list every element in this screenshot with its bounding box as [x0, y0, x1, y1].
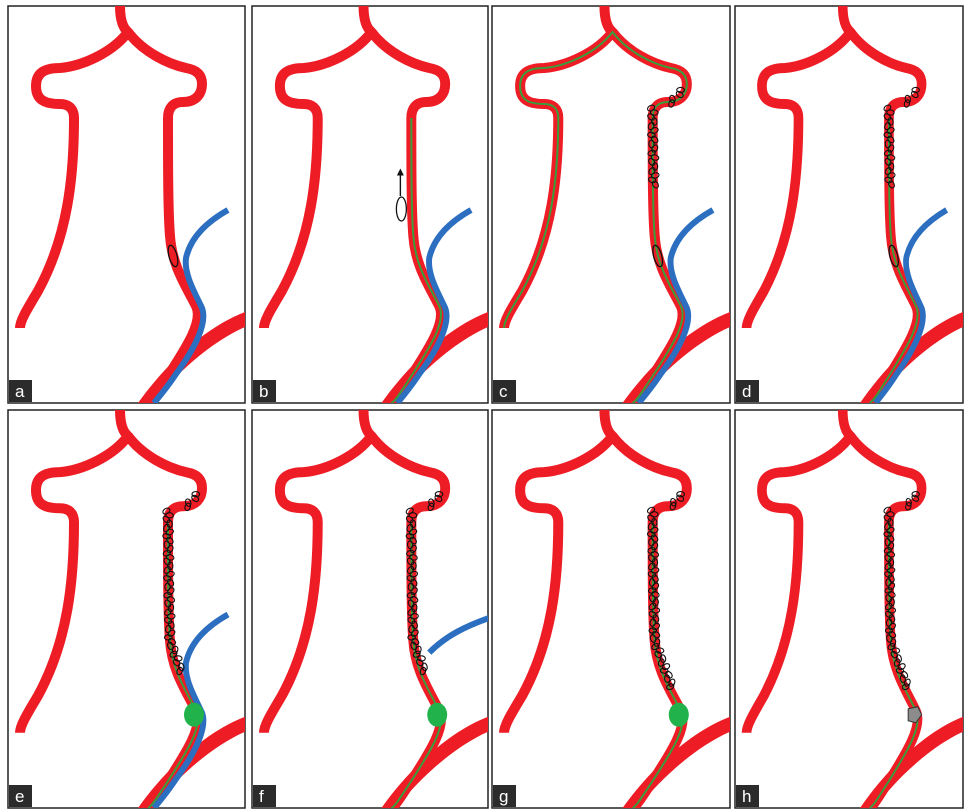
panel-label-text: a: [15, 382, 25, 401]
panel-h: h: [735, 410, 963, 808]
panel-label: g: [493, 785, 516, 807]
panel-label-text: e: [15, 787, 24, 806]
panel-label: b: [253, 380, 276, 402]
panel-label-text: c: [499, 382, 508, 401]
balloon: [184, 703, 204, 727]
panel-f: f: [252, 410, 496, 808]
panel-label: a: [9, 380, 32, 402]
panel-g: g: [492, 410, 730, 808]
panel-label: f: [253, 785, 276, 807]
panel-label-text: b: [259, 382, 268, 401]
balloon: [669, 703, 689, 727]
panel-label-text: d: [742, 382, 751, 401]
panel-label-text: f: [259, 787, 264, 806]
panel-c: c: [492, 6, 730, 403]
panel-d: d: [735, 6, 963, 403]
panel-label: h: [736, 785, 759, 807]
panel-a: a: [8, 6, 245, 403]
panel-e: e: [8, 410, 245, 808]
balloon: [427, 703, 447, 727]
panel-label: d: [736, 380, 759, 402]
panel-label: c: [493, 380, 516, 402]
panel-label: e: [9, 785, 32, 807]
panel-label-text: g: [499, 787, 508, 806]
panel-label-text: h: [742, 787, 751, 806]
panel-b: b: [252, 6, 488, 403]
